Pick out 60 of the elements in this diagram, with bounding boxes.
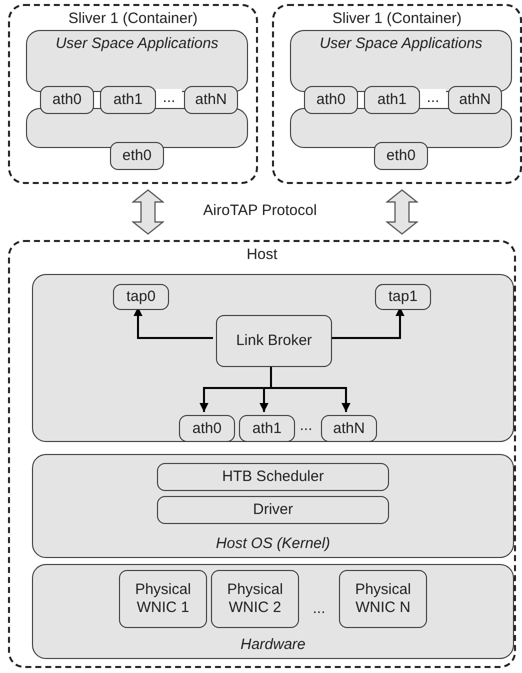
component-box xyxy=(110,142,164,170)
node-label: Driver xyxy=(253,501,293,519)
node-label: User Space Applications xyxy=(320,35,482,53)
component-box xyxy=(157,463,389,491)
node-label: athN xyxy=(333,420,365,438)
arrow xyxy=(134,307,213,339)
component-box xyxy=(339,570,427,628)
node-label: ath1 xyxy=(252,420,282,438)
component-box xyxy=(184,86,238,114)
node-label: Host xyxy=(246,246,278,264)
node-label: ath1 xyxy=(377,91,407,109)
node-label: ath1 xyxy=(113,91,143,109)
component-box xyxy=(40,86,94,114)
component-box xyxy=(119,570,207,628)
node-label: Hardware xyxy=(240,636,306,654)
component-box xyxy=(113,284,169,310)
protocol-label: AiroTAP Protocol xyxy=(202,202,318,220)
node-label: eth0 xyxy=(386,147,416,165)
component-box xyxy=(321,415,377,442)
layer-box xyxy=(26,30,248,92)
ellipsis-label: ... xyxy=(298,417,314,435)
container-box xyxy=(8,4,258,184)
double-block-arrow xyxy=(385,189,419,235)
node-label: Physical WNIC 2 xyxy=(226,581,284,617)
container-box xyxy=(272,4,522,184)
component-box xyxy=(211,570,299,628)
layer-box xyxy=(290,30,512,92)
node-label: ath0 xyxy=(52,91,82,109)
component-box xyxy=(239,415,295,442)
component-box xyxy=(179,415,235,442)
layer-box xyxy=(32,454,514,558)
node-label: ath0 xyxy=(316,91,346,109)
component-box xyxy=(364,86,420,114)
node-label: Physical WNIC N xyxy=(354,581,412,617)
component-box xyxy=(375,284,431,310)
node-label: User Space Applications xyxy=(56,35,218,53)
node-label: Link Broker xyxy=(236,332,312,350)
node-label: tap1 xyxy=(388,288,418,306)
node-label: athN xyxy=(459,91,491,109)
component-box xyxy=(216,315,332,367)
layer-box xyxy=(32,274,514,442)
node-label: HTB Scheduler xyxy=(222,468,324,486)
container-box xyxy=(8,240,516,668)
node-label: Sliver 1 (Container) xyxy=(332,10,462,28)
node-label: eth0 xyxy=(122,147,152,165)
component-box xyxy=(448,86,502,114)
component-box xyxy=(100,86,156,114)
node-label: Physical WNIC 1 xyxy=(134,581,192,617)
node-label: athN xyxy=(195,91,227,109)
ellipsis-label: ... xyxy=(312,600,326,618)
layer-box xyxy=(32,564,514,659)
node-label: Host OS (Kernel) xyxy=(216,535,330,553)
node-label: ath0 xyxy=(192,420,222,438)
component-box xyxy=(304,86,358,114)
component-box xyxy=(374,142,428,170)
node-label: tap0 xyxy=(126,288,156,306)
double-block-arrow xyxy=(131,189,165,235)
arrow xyxy=(329,307,404,339)
node-label: Sliver 1 (Container) xyxy=(68,10,198,28)
component-box xyxy=(157,496,389,524)
